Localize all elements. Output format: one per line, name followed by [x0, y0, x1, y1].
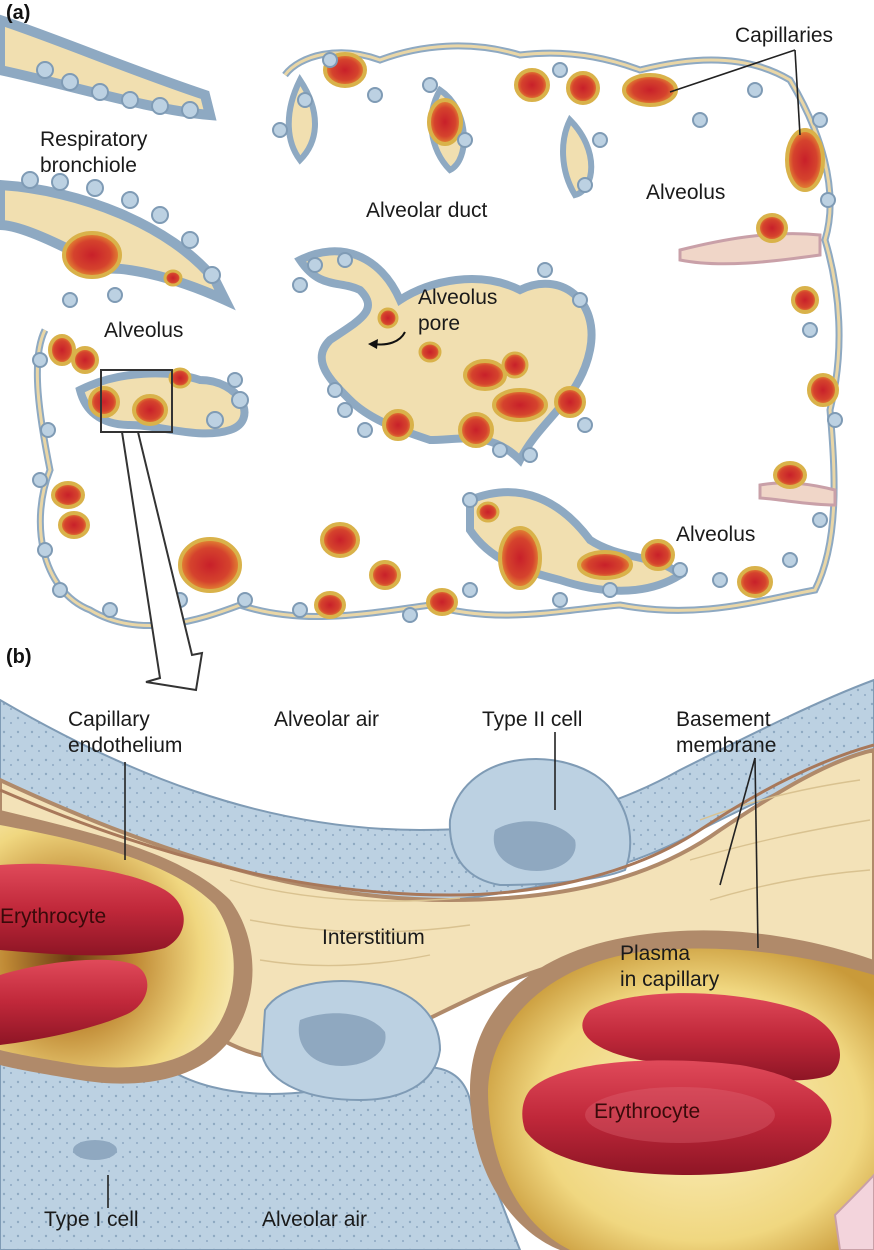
panel-b-letter: (b) [6, 646, 32, 668]
zoom-arrow [120, 431, 204, 692]
erythrocyte-left-1 [0, 863, 184, 956]
capillaries-leader-2 [794, 49, 801, 136]
alveolus-left-label: Alveolus [104, 319, 184, 342]
panel-b-illustration [0, 678, 874, 1250]
capillary-endothelium-label-line1: Capillary [68, 708, 150, 731]
panel-a-letter: (a) [6, 2, 31, 24]
erythrocyte-right-label: Erythrocyte [594, 1100, 701, 1123]
respiratory-bronchiole-label-line1: Respiratory [40, 128, 148, 151]
respiratory-bronchiole-wall [0, 14, 217, 121]
interstitium-label: Interstitium [322, 926, 425, 949]
respiratory-bronchiole-label-line2: bronchiole [40, 154, 137, 177]
erythrocyte-left-label: Erythrocyte [0, 905, 107, 928]
alveolar-duct-label: Alveolar duct [366, 199, 488, 222]
plasma-label-line2: in capillary [620, 968, 720, 991]
alveolus-top-right-label: Alveolus [646, 181, 726, 204]
basement-membrane-label-line1: Basement [676, 708, 771, 731]
basement-membrane-label-line2: membrane [676, 734, 777, 757]
type-i-cell-label: Type I cell [44, 1208, 139, 1231]
erythrocyte-right-1 [582, 993, 840, 1081]
capillaries-group [48, 52, 839, 619]
alveolus-pore-label-line2: pore [418, 312, 461, 335]
capillaries-leader-1 [669, 49, 796, 93]
alveolus-pore-label-line1: Alveolus [418, 286, 498, 309]
basement-leader-1 [719, 757, 756, 886]
alveolar-air-bottom-label: Alveolar air [262, 1208, 368, 1231]
erythrocyte-right-2 [522, 1060, 832, 1175]
type-ii-cell-label: Type II cell [482, 708, 583, 731]
capillaries-label: Capillaries [735, 24, 834, 47]
alveolus-bottom-right-label: Alveolus [676, 523, 756, 546]
interalveolar-septum [294, 247, 596, 467]
alveolar-air-top-label: Alveolar air [274, 708, 380, 731]
panel-a-illustration [0, 14, 843, 692]
erythrocyte-left-2 [0, 959, 148, 1045]
basement-leader-2 [754, 757, 759, 949]
plasma-label-line1: Plasma [620, 942, 691, 965]
capillary-endothelium-label-line2: endothelium [68, 734, 183, 757]
epithelial-cells-group [21, 52, 843, 623]
